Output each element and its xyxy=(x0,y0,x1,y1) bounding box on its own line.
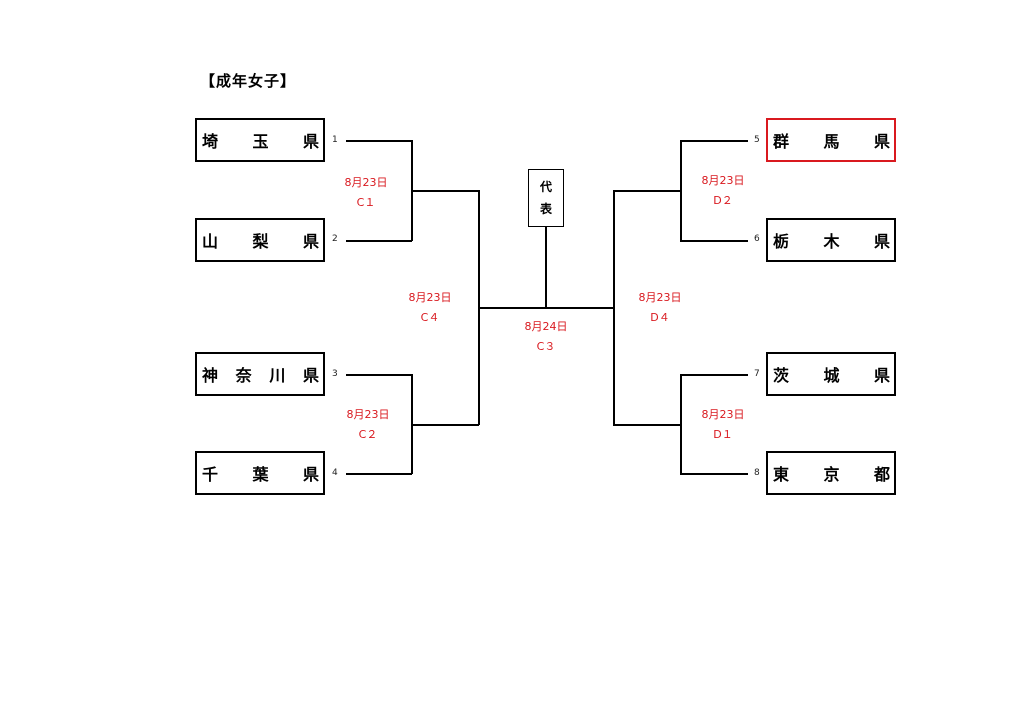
bracket-line xyxy=(545,227,547,308)
team-char: 県 xyxy=(302,465,319,484)
bracket-line xyxy=(680,140,748,142)
team-char: 県 xyxy=(302,366,319,385)
team-char: 馬 xyxy=(823,132,840,151)
team-char: 県 xyxy=(302,232,319,251)
team-box-1: 埼 玉 県 xyxy=(195,118,325,162)
team-box-3: 神 奈 川 県 xyxy=(195,352,325,396)
seed-number: 1 xyxy=(332,135,338,145)
team-char: 県 xyxy=(873,366,890,385)
team-box-4: 千 葉 県 xyxy=(195,451,325,495)
team-char: 川 xyxy=(269,366,286,385)
match-label-c3: 8月24日 C３ xyxy=(506,317,586,357)
match-code: C１ xyxy=(356,196,376,209)
team-char: 京 xyxy=(823,465,840,484)
team-box-7: 茨 城 県 xyxy=(766,352,896,396)
seed-number: 7 xyxy=(754,369,760,379)
team-box-8: 東 京 都 xyxy=(766,451,896,495)
team-char: 神 xyxy=(202,366,219,385)
match-code: D４ xyxy=(650,311,670,324)
team-char: 千 xyxy=(202,465,219,484)
bracket-line xyxy=(680,473,748,475)
match-label-d1: 8月23日 D１ xyxy=(683,405,763,445)
match-date: 8月23日 xyxy=(701,408,745,421)
match-date: 8月23日 xyxy=(638,291,682,304)
team-char: 梨 xyxy=(252,232,269,251)
team-char: 奈 xyxy=(235,366,252,385)
team-box-2: 山 梨 県 xyxy=(195,218,325,262)
representative-char: 表 xyxy=(539,202,552,216)
match-date: 8月23日 xyxy=(701,174,745,187)
team-box-6: 栃 木 県 xyxy=(766,218,896,262)
bracket-line xyxy=(346,140,412,142)
match-date: 8月23日 xyxy=(346,408,390,421)
team-char: 群 xyxy=(773,132,790,151)
team-char: 栃 xyxy=(773,232,790,251)
team-char: 埼 xyxy=(202,132,219,151)
match-date: 8月23日 xyxy=(408,291,452,304)
bracket-line xyxy=(613,424,681,426)
match-date: 8月24日 xyxy=(524,320,568,333)
team-box-5: 群 馬 県 xyxy=(766,118,896,162)
seed-number: 4 xyxy=(332,468,338,478)
team-char: 玉 xyxy=(252,132,269,151)
seed-number: 8 xyxy=(754,468,760,478)
bracket-line xyxy=(411,190,479,192)
match-date: 8月23日 xyxy=(344,176,388,189)
bracket-line xyxy=(613,190,615,425)
bracket-line xyxy=(346,240,412,242)
team-char: 県 xyxy=(302,132,319,151)
bracket-line xyxy=(346,374,412,376)
seed-number: 2 xyxy=(332,234,338,244)
match-code: C２ xyxy=(358,428,378,441)
team-char: 木 xyxy=(823,232,840,251)
seed-number: 3 xyxy=(332,369,338,379)
match-label-c4: 8月23日 C４ xyxy=(390,288,470,328)
bracket-line xyxy=(346,473,412,475)
seed-number: 5 xyxy=(754,135,760,145)
bracket-line xyxy=(613,190,681,192)
match-label-d2: 8月23日 D２ xyxy=(683,171,763,211)
match-code: C３ xyxy=(536,340,556,353)
team-char: 茨 xyxy=(773,366,790,385)
match-label-c2: 8月23日 C２ xyxy=(328,405,408,445)
bracket-line xyxy=(680,240,748,242)
bracket-title: 【成年女子】 xyxy=(200,72,297,90)
team-char: 県 xyxy=(873,232,890,251)
match-code: D１ xyxy=(713,428,733,441)
match-label-c1: 8月23日 C１ xyxy=(326,173,406,213)
bracket-line xyxy=(680,374,748,376)
match-label-d4: 8月23日 D４ xyxy=(620,288,700,328)
bracket-line xyxy=(411,424,479,426)
seed-number: 6 xyxy=(754,234,760,244)
match-code: C４ xyxy=(420,311,440,324)
representative-box: 代 表 xyxy=(528,169,564,227)
team-char: 東 xyxy=(773,465,790,484)
team-char: 県 xyxy=(873,132,890,151)
team-char: 葉 xyxy=(252,465,269,484)
representative-char: 代 xyxy=(539,180,552,194)
team-char: 城 xyxy=(823,366,840,385)
match-code: D２ xyxy=(713,194,733,207)
team-char: 山 xyxy=(202,232,219,251)
team-char: 都 xyxy=(873,465,890,484)
